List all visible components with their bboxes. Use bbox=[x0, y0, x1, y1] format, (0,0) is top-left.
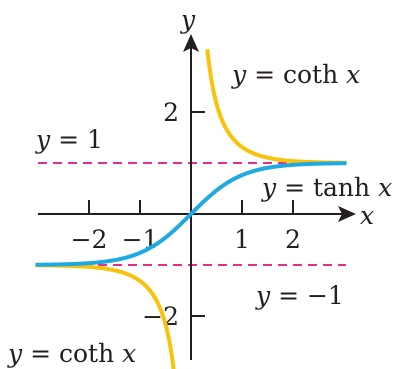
coth-upper-label: y = coth x bbox=[231, 60, 360, 89]
x-tick-label: −2 bbox=[71, 225, 108, 254]
coth-lower-label: y = coth x bbox=[7, 339, 136, 368]
y-tick-label: 2 bbox=[163, 98, 179, 127]
tanh-label: y = tanh x bbox=[261, 173, 392, 202]
y-equals-minus-1-label: y = −1 bbox=[255, 281, 344, 310]
x-tick-label: −1 bbox=[122, 225, 159, 254]
x-tick-label: 1 bbox=[234, 225, 250, 254]
x-axis-arrow bbox=[338, 206, 356, 222]
x-axis-label: x bbox=[360, 201, 374, 230]
tanh-curve bbox=[34, 161, 348, 267]
y-axis-arrow bbox=[183, 34, 199, 52]
x-tick-label: 2 bbox=[285, 225, 301, 254]
y-axis-label: y bbox=[180, 5, 196, 34]
curve-layer bbox=[34, 49, 348, 369]
y-equals-1-label: y = 1 bbox=[35, 125, 103, 154]
